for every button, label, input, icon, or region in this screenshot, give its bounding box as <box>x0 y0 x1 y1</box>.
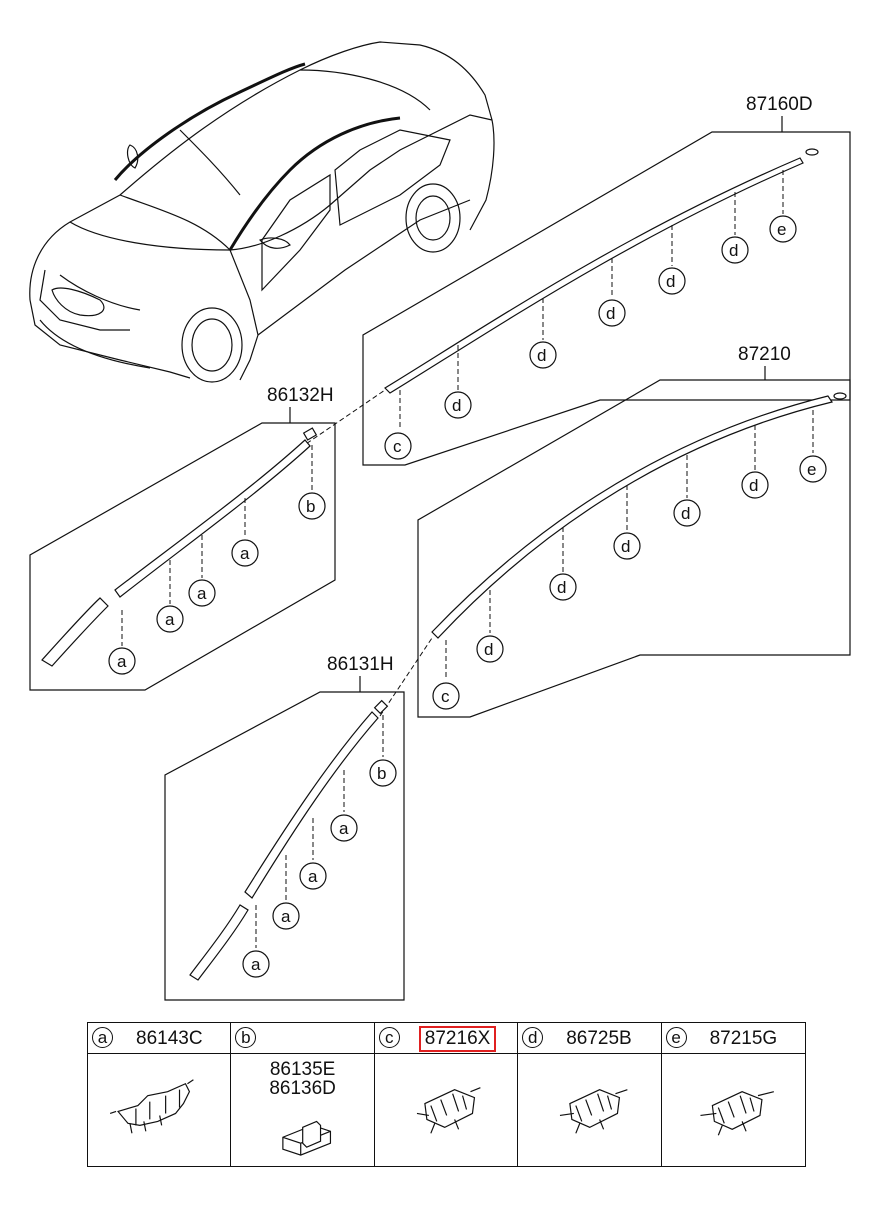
svg-text:a: a <box>308 867 318 886</box>
legend-head-c: c 87216X <box>374 1023 519 1054</box>
legend-body-e <box>662 1054 805 1166</box>
legend-head-e: e 87215G <box>661 1023 805 1054</box>
legend-part-c-highlighted[interactable]: 87216X <box>418 1026 497 1052</box>
legend-head-d: d 86725B <box>518 1023 662 1054</box>
legend-head-b: b <box>231 1023 375 1054</box>
callouts-86132H: a a a a b <box>108 445 326 675</box>
legend-letter-c: c <box>378 1027 400 1048</box>
svg-text:d: d <box>557 578 566 597</box>
svg-text:d: d <box>681 504 690 523</box>
svg-text:d: d <box>666 272 675 291</box>
svg-text:c: c <box>393 437 402 456</box>
legend-body-d <box>518 1054 662 1166</box>
legend-b-part-list: 86135E 86136D <box>231 1060 373 1098</box>
legend-body-b: 86135E 86136D <box>231 1054 375 1166</box>
clip-d-illustration <box>560 1089 628 1134</box>
svg-text:b: b <box>377 764 386 783</box>
svg-text:d: d <box>729 241 738 260</box>
clip-a-illustration <box>109 1079 194 1134</box>
clip-c-illustration <box>416 1087 481 1134</box>
svg-text:d: d <box>452 396 461 415</box>
svg-text:e: e <box>777 220 786 239</box>
svg-text:a: a <box>197 584 207 603</box>
svg-text:a: a <box>281 907 291 926</box>
legend-part-d: 86725B <box>566 1028 632 1049</box>
svg-text:a: a <box>251 955 261 974</box>
svg-text:d: d <box>621 537 630 556</box>
svg-text:d: d <box>749 476 758 495</box>
legend-letter-d: d <box>522 1027 544 1048</box>
callouts-87160D: c d d d d d e <box>384 170 797 460</box>
svg-text:d: d <box>537 346 546 365</box>
legend-part-b2: 86136D <box>269 1078 336 1099</box>
car-illustration <box>29 41 495 383</box>
legend-part-a: 86143C <box>136 1028 203 1049</box>
svg-text:d: d <box>484 640 493 659</box>
legend-letter-b: b <box>235 1027 257 1048</box>
legend-body-c <box>375 1054 519 1166</box>
legend-letter-a: a <box>92 1027 113 1048</box>
part-label-87210: 87210 <box>738 344 791 365</box>
svg-text:d: d <box>606 304 615 323</box>
clip-e-illustration <box>700 1091 774 1136</box>
group-87160D: 87160D c d d d d d e <box>362 94 851 466</box>
group-87210: 87210 c d d d d d e <box>299 344 851 718</box>
legend-head-a: a 86143C <box>88 1023 232 1054</box>
callouts-86131H: a a a a b <box>242 715 397 978</box>
svg-text:b: b <box>306 497 315 516</box>
svg-text:c: c <box>441 687 450 706</box>
part-label-86131H: 86131H <box>327 654 394 675</box>
svg-text:e: e <box>807 460 816 479</box>
svg-text:a: a <box>165 610 175 629</box>
svg-text:a: a <box>117 652 127 671</box>
legend-letter-e: e <box>665 1027 687 1048</box>
part-label-87160D: 87160D <box>746 94 813 115</box>
legend-part-e: 87215G <box>709 1028 778 1049</box>
svg-text:a: a <box>240 544 250 563</box>
legend-body-a <box>88 1054 232 1166</box>
svg-text:a: a <box>339 819 349 838</box>
part-label-86132H: 86132H <box>267 385 334 406</box>
group-86131H: 86131H a a a a b <box>164 654 405 1001</box>
callouts-87210: c d d d d d e <box>432 410 827 710</box>
clip-b-illustration <box>282 1120 332 1156</box>
group-86132H: 86132H a a a a b <box>29 385 336 691</box>
legend-part-b1: 86135E <box>269 1059 336 1080</box>
parts-legend-table: a 86143C b c 87216X d 86725B e 87215G 86… <box>87 1022 806 1167</box>
